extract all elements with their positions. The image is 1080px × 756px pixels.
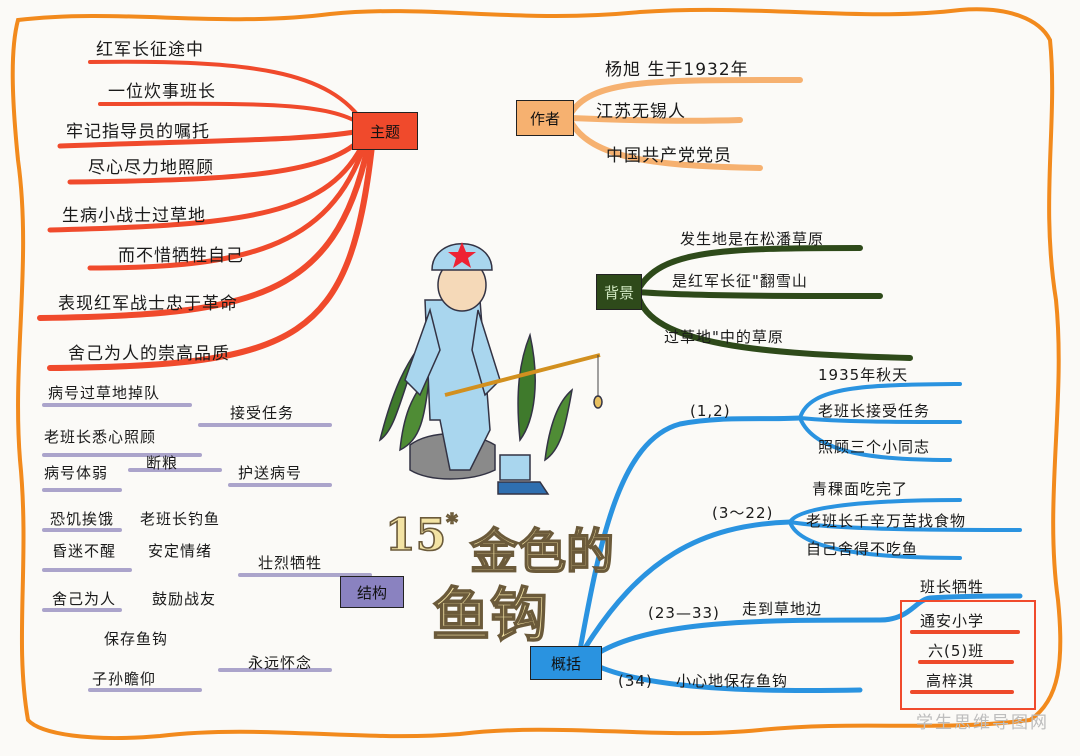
structure-item: 昏迷不醒	[52, 542, 117, 560]
summary-range: (23—33)	[648, 604, 720, 622]
credit-class: 六(5)班	[928, 642, 985, 660]
structure-item: 病号体弱	[44, 464, 109, 482]
title-line1: 金色的	[469, 523, 615, 581]
structure-item: 舍己为人	[52, 590, 117, 608]
structure-item: 老班长悉心照顾	[44, 428, 157, 446]
structure-item: 病号过草地掉队	[48, 384, 161, 402]
title-line2: 鱼钩	[431, 580, 549, 650]
theme-branches	[37, 59, 375, 371]
structure-item: 护送病号	[238, 464, 303, 482]
summary-item: 班长牺牲	[920, 578, 985, 596]
theme-item: 表现红军战士忠于革命	[58, 294, 238, 314]
background-item: 是红军长征"翻雪山	[672, 272, 808, 290]
theme-item: 一位炊事班长	[108, 82, 216, 102]
background-branches	[635, 245, 913, 361]
background-item: 发生地是在松潘草原	[680, 230, 825, 248]
structure-item: 保存鱼钩	[104, 630, 169, 648]
summary-range: (1,2)	[690, 402, 731, 420]
credit-author: 高梓淇	[926, 672, 975, 690]
credit-school: 通安小学	[920, 612, 985, 630]
summary-item: 照顾三个小同志	[818, 438, 931, 456]
background-label: 背景	[596, 274, 642, 310]
structure-item: 老班长钓鱼	[140, 510, 221, 528]
author-item: 中国共产党党员	[606, 146, 732, 166]
author-item: 江苏无锡人	[596, 102, 686, 122]
theme-label: 主题	[352, 112, 418, 150]
structure-item: 恐饥挨饿	[50, 510, 115, 528]
summary-item: 老班长接受任务	[818, 402, 931, 420]
structure-item: 接受任务	[230, 404, 295, 422]
summary-item: 走到草地边	[742, 600, 823, 618]
title-number: 15*	[384, 509, 458, 562]
structure-item: 断粮	[146, 454, 179, 472]
watermark: 学生思维导图网	[916, 713, 1049, 733]
credit-strokes	[910, 630, 1020, 694]
background-item: 过草地"中的草原	[664, 328, 784, 346]
theme-item: 红军长征途中	[96, 40, 204, 60]
theme-item: 牢记指导员的嘱托	[66, 122, 210, 142]
structure-strokes	[42, 403, 372, 692]
author-branches	[567, 76, 803, 171]
summary-item: 老班长千辛万苦找食物	[806, 512, 967, 530]
structure-item: 子孙瞻仰	[92, 670, 157, 688]
summary-item: 小心地保存鱼钩	[676, 672, 789, 690]
summary-item: 自己舍得不吃鱼	[806, 540, 919, 558]
credits-box	[900, 600, 1036, 710]
theme-item: 而不惜牺牲自己	[118, 246, 244, 266]
author-label: 作者	[516, 100, 574, 136]
summary-item: 青稞面吃完了	[812, 480, 909, 498]
summary-label: 概括	[530, 646, 602, 680]
summary-branches	[577, 382, 1023, 694]
outer-border	[10, 7, 1063, 740]
structure-item: 安定情绪	[148, 542, 213, 560]
structure-item: 壮烈牺牲	[258, 554, 323, 572]
structure-item: 鼓励战友	[152, 590, 217, 608]
author-item: 杨旭 生于1932年	[605, 60, 749, 80]
structure-item: 永远怀念	[248, 654, 313, 672]
theme-item: 生病小战士过草地	[62, 206, 206, 226]
summary-item: 1935年秋天	[818, 366, 909, 384]
summary-range: (3～22)	[712, 504, 774, 522]
theme-item: 舍己为人的崇高品质	[68, 344, 230, 364]
structure-label: 结构	[340, 576, 404, 608]
theme-item: 尽心尽力地照顾	[88, 158, 214, 178]
soldier-illustration	[378, 242, 603, 495]
summary-range: (34)	[618, 672, 653, 690]
